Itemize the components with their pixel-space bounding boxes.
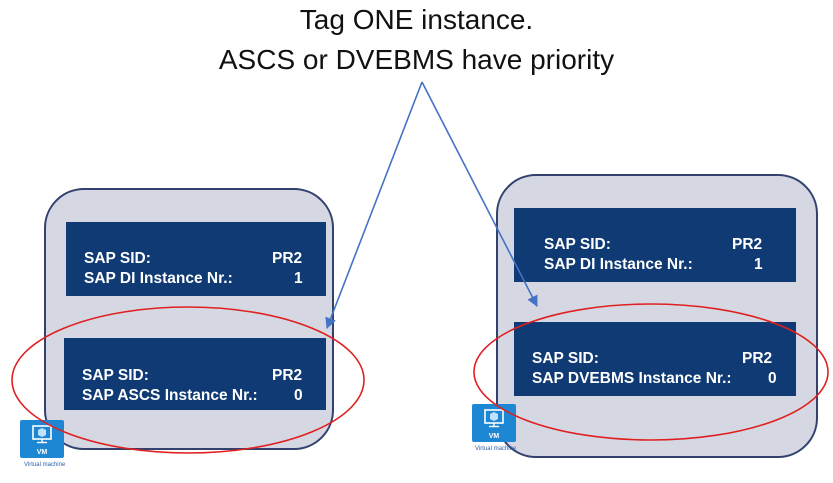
sid-value: PR2 (742, 350, 773, 367)
instance-value: 1 (754, 256, 763, 273)
vm-icon-label: VM (36, 449, 48, 456)
title-line-1: Tag ONE instance. (299, 4, 534, 35)
instance-value: 0 (768, 370, 777, 387)
sid-value: PR2 (272, 250, 303, 267)
right-dvebms-instance-box: SAP SID: PR2 SAP DVEBMS Instance Nr.: 0 (514, 322, 796, 396)
sid-value: PR2 (732, 236, 763, 253)
sid-label: SAP SID: (544, 236, 611, 253)
vm-icon-label: VM (488, 433, 500, 440)
right-highlight-ellipse (473, 303, 829, 441)
sid-label: SAP SID: (84, 250, 151, 267)
title-line-2: ASCS or DVEBMS have priority (218, 44, 615, 75)
instance-label: SAP DI Instance Nr.: (84, 270, 233, 287)
right-vm-icon: VM (472, 404, 516, 442)
instance-label: SAP DVEBMS Instance Nr.: (532, 370, 732, 387)
instance-label: SAP ASCS Instance Nr.: (82, 387, 258, 404)
instance-label: SAP DI Instance Nr.: (544, 256, 693, 273)
arrow-to-right-dvebms (421, 81, 538, 307)
sid-label: SAP SID: (82, 367, 149, 384)
left-di-instance-box: SAP SID: PR2 SAP DI Instance Nr.: 1 (66, 222, 326, 296)
left-vm-caption: Virtual machine (24, 462, 66, 468)
sid-value: PR2 (272, 367, 303, 384)
right-vm-caption: Virtual machine (475, 446, 517, 452)
right-di-instance-box: SAP SID: PR2 SAP DI Instance Nr.: 1 (514, 208, 796, 282)
sid-label: SAP SID: (532, 350, 599, 367)
left-vm-icon: VM (20, 420, 64, 458)
instance-value: 1 (294, 270, 303, 287)
instance-value: 0 (294, 387, 303, 404)
left-highlight-ellipse (11, 306, 365, 454)
left-ascs-instance-box: SAP SID: PR2 SAP ASCS Instance Nr.: 0 (64, 338, 326, 410)
arrow-to-left-ascs (325, 81, 423, 330)
